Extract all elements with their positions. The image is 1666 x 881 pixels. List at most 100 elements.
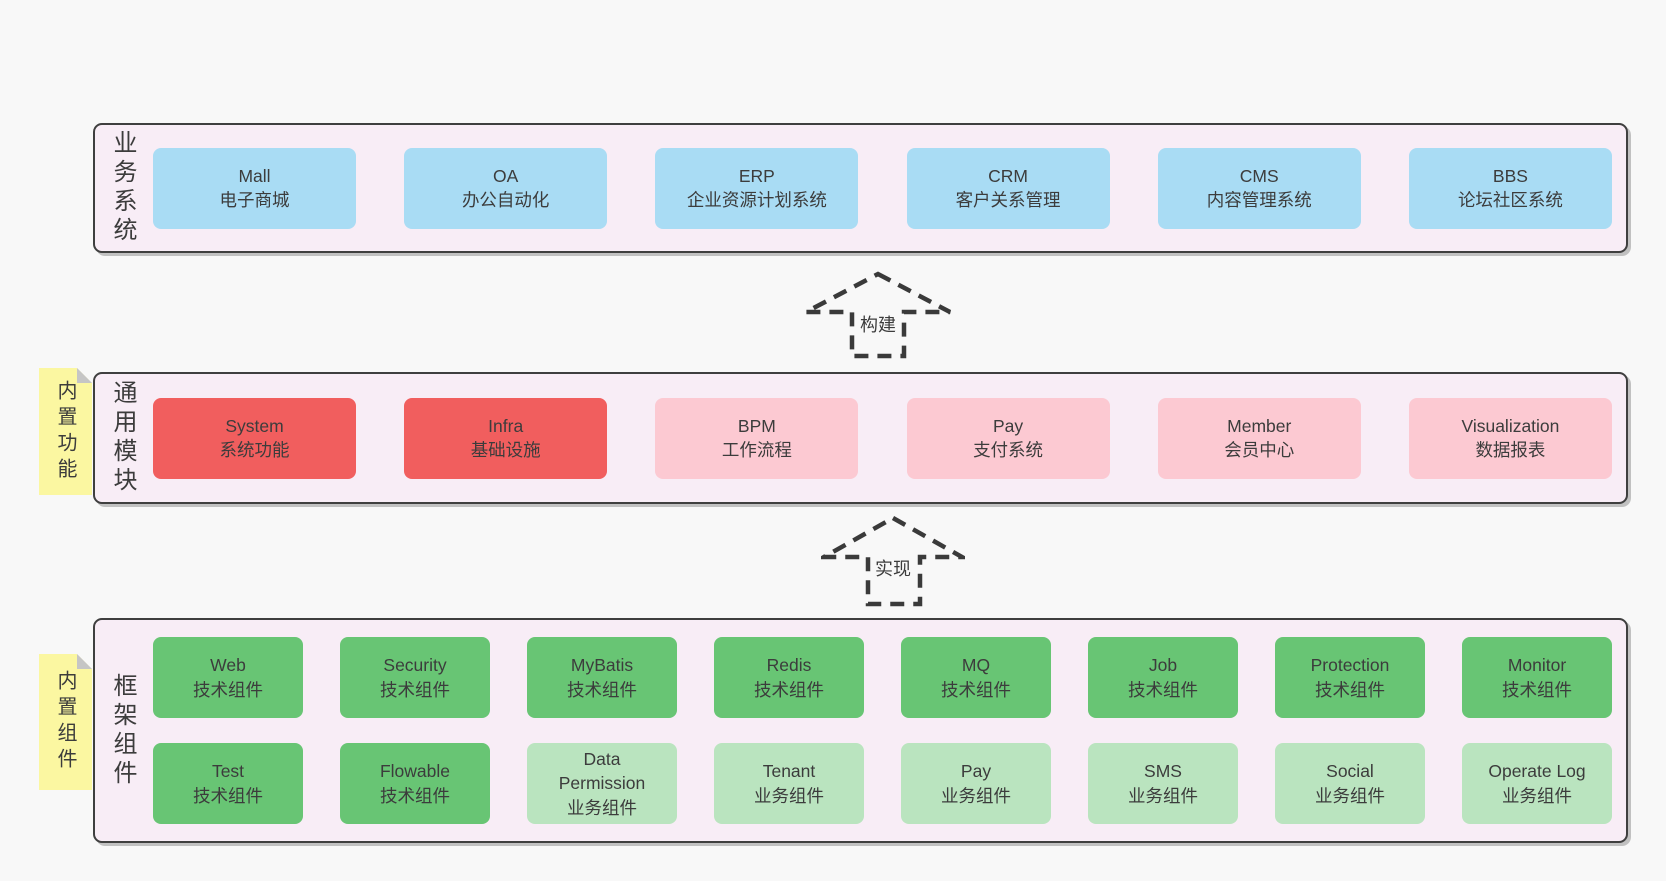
box-mybatis: MyBatis 技术组件 <box>527 637 677 718</box>
box-web: Web 技术组件 <box>153 637 303 718</box>
box-subtitle: 工作流程 <box>721 440 792 460</box>
box-title: Redis <box>766 655 812 676</box>
box-title: Social <box>1326 761 1374 782</box>
box-title: OA <box>493 165 519 186</box>
box-title: Security <box>383 655 447 676</box>
box-subtitle: 技术组件 <box>193 679 263 700</box>
box-title: Protection <box>1310 655 1390 676</box>
box-social: Social 业务组件 <box>1275 743 1425 824</box>
band-rows: System 系统功能 Infra 基础设施 BPM 工作流程 Pay 支付系统… <box>140 374 1626 502</box>
sticky-note-built-in-components: 内置组件 <box>39 654 92 790</box>
box-subtitle: 技术组件 <box>380 679 450 700</box>
box-title: Pay <box>992 415 1024 436</box>
box-title: Test <box>211 761 245 782</box>
box-tenant: Tenant 业务组件 <box>714 743 864 824</box>
box-subtitle: 论坛社区系统 <box>1457 190 1563 210</box>
box-mq: MQ 技术组件 <box>901 637 1051 718</box>
box-subtitle: 技术组件 <box>567 679 637 700</box>
box-title: BBS <box>1492 165 1528 186</box>
box-subtitle: 业务组件 <box>1502 785 1572 806</box>
box-system: System 系统功能 <box>153 397 356 479</box>
band-rows: Mall 电子商城 OA 办公自动化 ERP 企业资源计划系统 CRM 客户关系… <box>140 125 1626 251</box>
box-erp: ERP 企业资源计划系统 <box>655 147 859 229</box>
box-subtitle: 客户关系管理 <box>955 190 1061 210</box>
box-title: Flowable <box>379 761 451 782</box>
band-common-modules: 通用模块 System 系统功能 Infra 基础设施 BPM 工作流程 Pay… <box>93 372 1628 504</box>
box-subtitle: 业务组件 <box>567 797 637 818</box>
box-data-permission: Data Permission 业务组件 <box>527 743 677 824</box>
box-subtitle: 内容管理系统 <box>1206 190 1312 210</box>
sticky-note-label: 内置组件 <box>54 670 76 774</box>
box-title: BPM <box>737 415 776 436</box>
box-title: SMS <box>1144 761 1182 782</box>
box-subtitle: 技术组件 <box>941 679 1011 700</box>
box-subtitle: 会员中心 <box>1224 440 1295 460</box>
box-title: System <box>225 415 284 436</box>
box-visualization: Visualization 数据报表 <box>1408 397 1612 479</box>
box-title: Data Permission <box>558 749 646 794</box>
box-title: Monitor <box>1507 655 1567 676</box>
box-title: Mall <box>238 165 271 186</box>
box-cms: CMS 内容管理系统 <box>1157 147 1361 229</box>
band-label-framework-components: 框架组件 <box>109 672 136 789</box>
box-subtitle: 企业资源计划系统 <box>686 190 827 210</box>
box-title: Web <box>210 655 246 676</box>
box-subtitle: 支付系统 <box>973 440 1044 460</box>
band-label-common-modules: 通用模块 <box>109 380 136 496</box>
arrow-build: 构建 <box>803 271 953 359</box>
box-subtitle: 基础设施 <box>470 440 541 460</box>
box-bbs: BBS 论坛社区系统 <box>1408 147 1612 229</box>
band-business-systems: 业务系统 Mall 电子商城 OA 办公自动化 ERP 企业资源计划系统 CRM… <box>93 123 1628 253</box>
box-subtitle: 业务组件 <box>1128 785 1198 806</box>
box-job: Job 技术组件 <box>1088 637 1238 718</box>
box-title: Pay <box>960 761 992 782</box>
box-subtitle: 业务组件 <box>1315 785 1385 806</box>
box-operate-log: Operate Log 业务组件 <box>1462 743 1612 824</box>
sticky-note-built-in-features: 内置功能 <box>39 368 92 495</box>
box-subtitle: 技术组件 <box>380 785 450 806</box>
box-crm: CRM 客户关系管理 <box>906 147 1110 229</box>
sticky-note-label: 内置功能 <box>54 379 76 484</box>
box-subtitle: 技术组件 <box>193 785 263 806</box>
box-title: MyBatis <box>570 655 634 676</box>
arrow-implement: 实现 <box>821 515 965 607</box>
arrow-implement-label: 实现 <box>871 557 915 583</box>
box-title: Visualization <box>1461 415 1560 436</box>
box-oa: OA 办公自动化 <box>404 147 608 229</box>
box-subtitle: 系统功能 <box>219 440 290 460</box>
box-pay-business: Pay 业务组件 <box>901 743 1051 824</box>
band-label-business-systems: 业务系统 <box>109 130 136 246</box>
box-title: Tenant <box>762 761 816 782</box>
box-title: Infra <box>488 415 524 436</box>
box-subtitle: 数据报表 <box>1475 440 1546 460</box>
block-arrow-up-icon <box>804 271 952 359</box>
box-protection: Protection 技术组件 <box>1275 637 1425 718</box>
box-monitor: Monitor 技术组件 <box>1462 637 1612 718</box>
box-bpm: BPM 工作流程 <box>655 397 859 479</box>
box-test: Test 技术组件 <box>153 743 303 824</box>
box-subtitle: 技术组件 <box>1128 679 1198 700</box>
box-sms: SMS 业务组件 <box>1088 743 1238 824</box>
box-title: MQ <box>961 655 991 676</box>
box-subtitle: 业务组件 <box>754 785 824 806</box>
band-row-business: Test 技术组件 Flowable 技术组件 Data Permission … <box>153 743 1612 824</box>
box-mall: Mall 电子商城 <box>153 147 356 229</box>
box-subtitle: 技术组件 <box>1502 679 1572 700</box>
box-title: CMS <box>1239 165 1279 186</box>
box-pay: Pay 支付系统 <box>906 397 1110 479</box>
box-redis: Redis 技术组件 <box>714 637 864 718</box>
block-arrow-up-icon <box>821 515 965 607</box>
box-title: Job <box>1148 655 1178 676</box>
box-title: CRM <box>988 165 1028 186</box>
box-subtitle: 电子商城 <box>219 190 290 210</box>
band-row: System 系统功能 Infra 基础设施 BPM 工作流程 Pay 支付系统… <box>153 397 1612 479</box>
box-infra: Infra 基础设施 <box>404 397 608 479</box>
box-subtitle: 业务组件 <box>941 785 1011 806</box>
box-security: Security 技术组件 <box>340 637 490 718</box>
band-rows: Web 技术组件 Security 技术组件 MyBatis 技术组件 Redi… <box>140 620 1626 841</box>
box-title: ERP <box>738 165 775 186</box>
arrow-build-label: 构建 <box>856 313 900 339</box>
box-title: Operate Log <box>1488 761 1586 782</box>
band-row: Mall 电子商城 OA 办公自动化 ERP 企业资源计划系统 CRM 客户关系… <box>153 147 1612 229</box>
